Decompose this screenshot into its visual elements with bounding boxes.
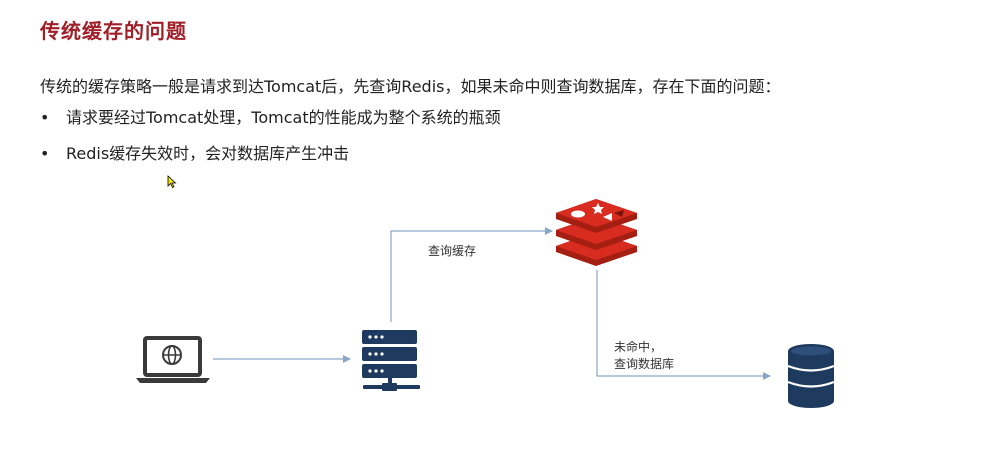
problem-text: Redis缓存失效时，会对数据库产生冲击 — [66, 144, 350, 163]
edge-server-to-cache — [390, 227, 553, 322]
intro-text: 传统的缓存策略一般是请求到达Tomcat后，先查询Redis，如果未命中则查询数… — [40, 77, 781, 96]
edge-label-miss: 未命中， 查询数据库 — [614, 339, 674, 373]
database-icon — [787, 344, 835, 408]
bullet-icon: • — [40, 108, 50, 127]
edge-cache-to-database — [596, 270, 771, 380]
problem-item: • 请求要经过Tomcat处理，Tomcat的性能成为整个系统的瓶颈 — [40, 108, 501, 128]
redis-logo-icon — [556, 199, 637, 266]
problem-list: • 请求要经过Tomcat处理，Tomcat的性能成为整个系统的瓶颈 • Red… — [40, 108, 501, 180]
problem-item: • Redis缓存失效时，会对数据库产生冲击 — [40, 144, 501, 164]
problem-text: 请求要经过Tomcat处理，Tomcat的性能成为整个系统的瓶颈 — [66, 108, 501, 127]
laptop-globe-icon — [136, 336, 210, 383]
page-title: 传统缓存的问题 — [40, 19, 187, 43]
edge-label-query-cache: 查询缓存 — [428, 244, 477, 258]
mouse-cursor-icon — [167, 175, 177, 189]
edge-label-miss-line2: 查询数据库 — [614, 357, 675, 371]
server-rack-icon — [362, 330, 420, 391]
edge-label-miss-line1: 未命中， — [614, 340, 663, 354]
bullet-icon: • — [40, 144, 50, 163]
